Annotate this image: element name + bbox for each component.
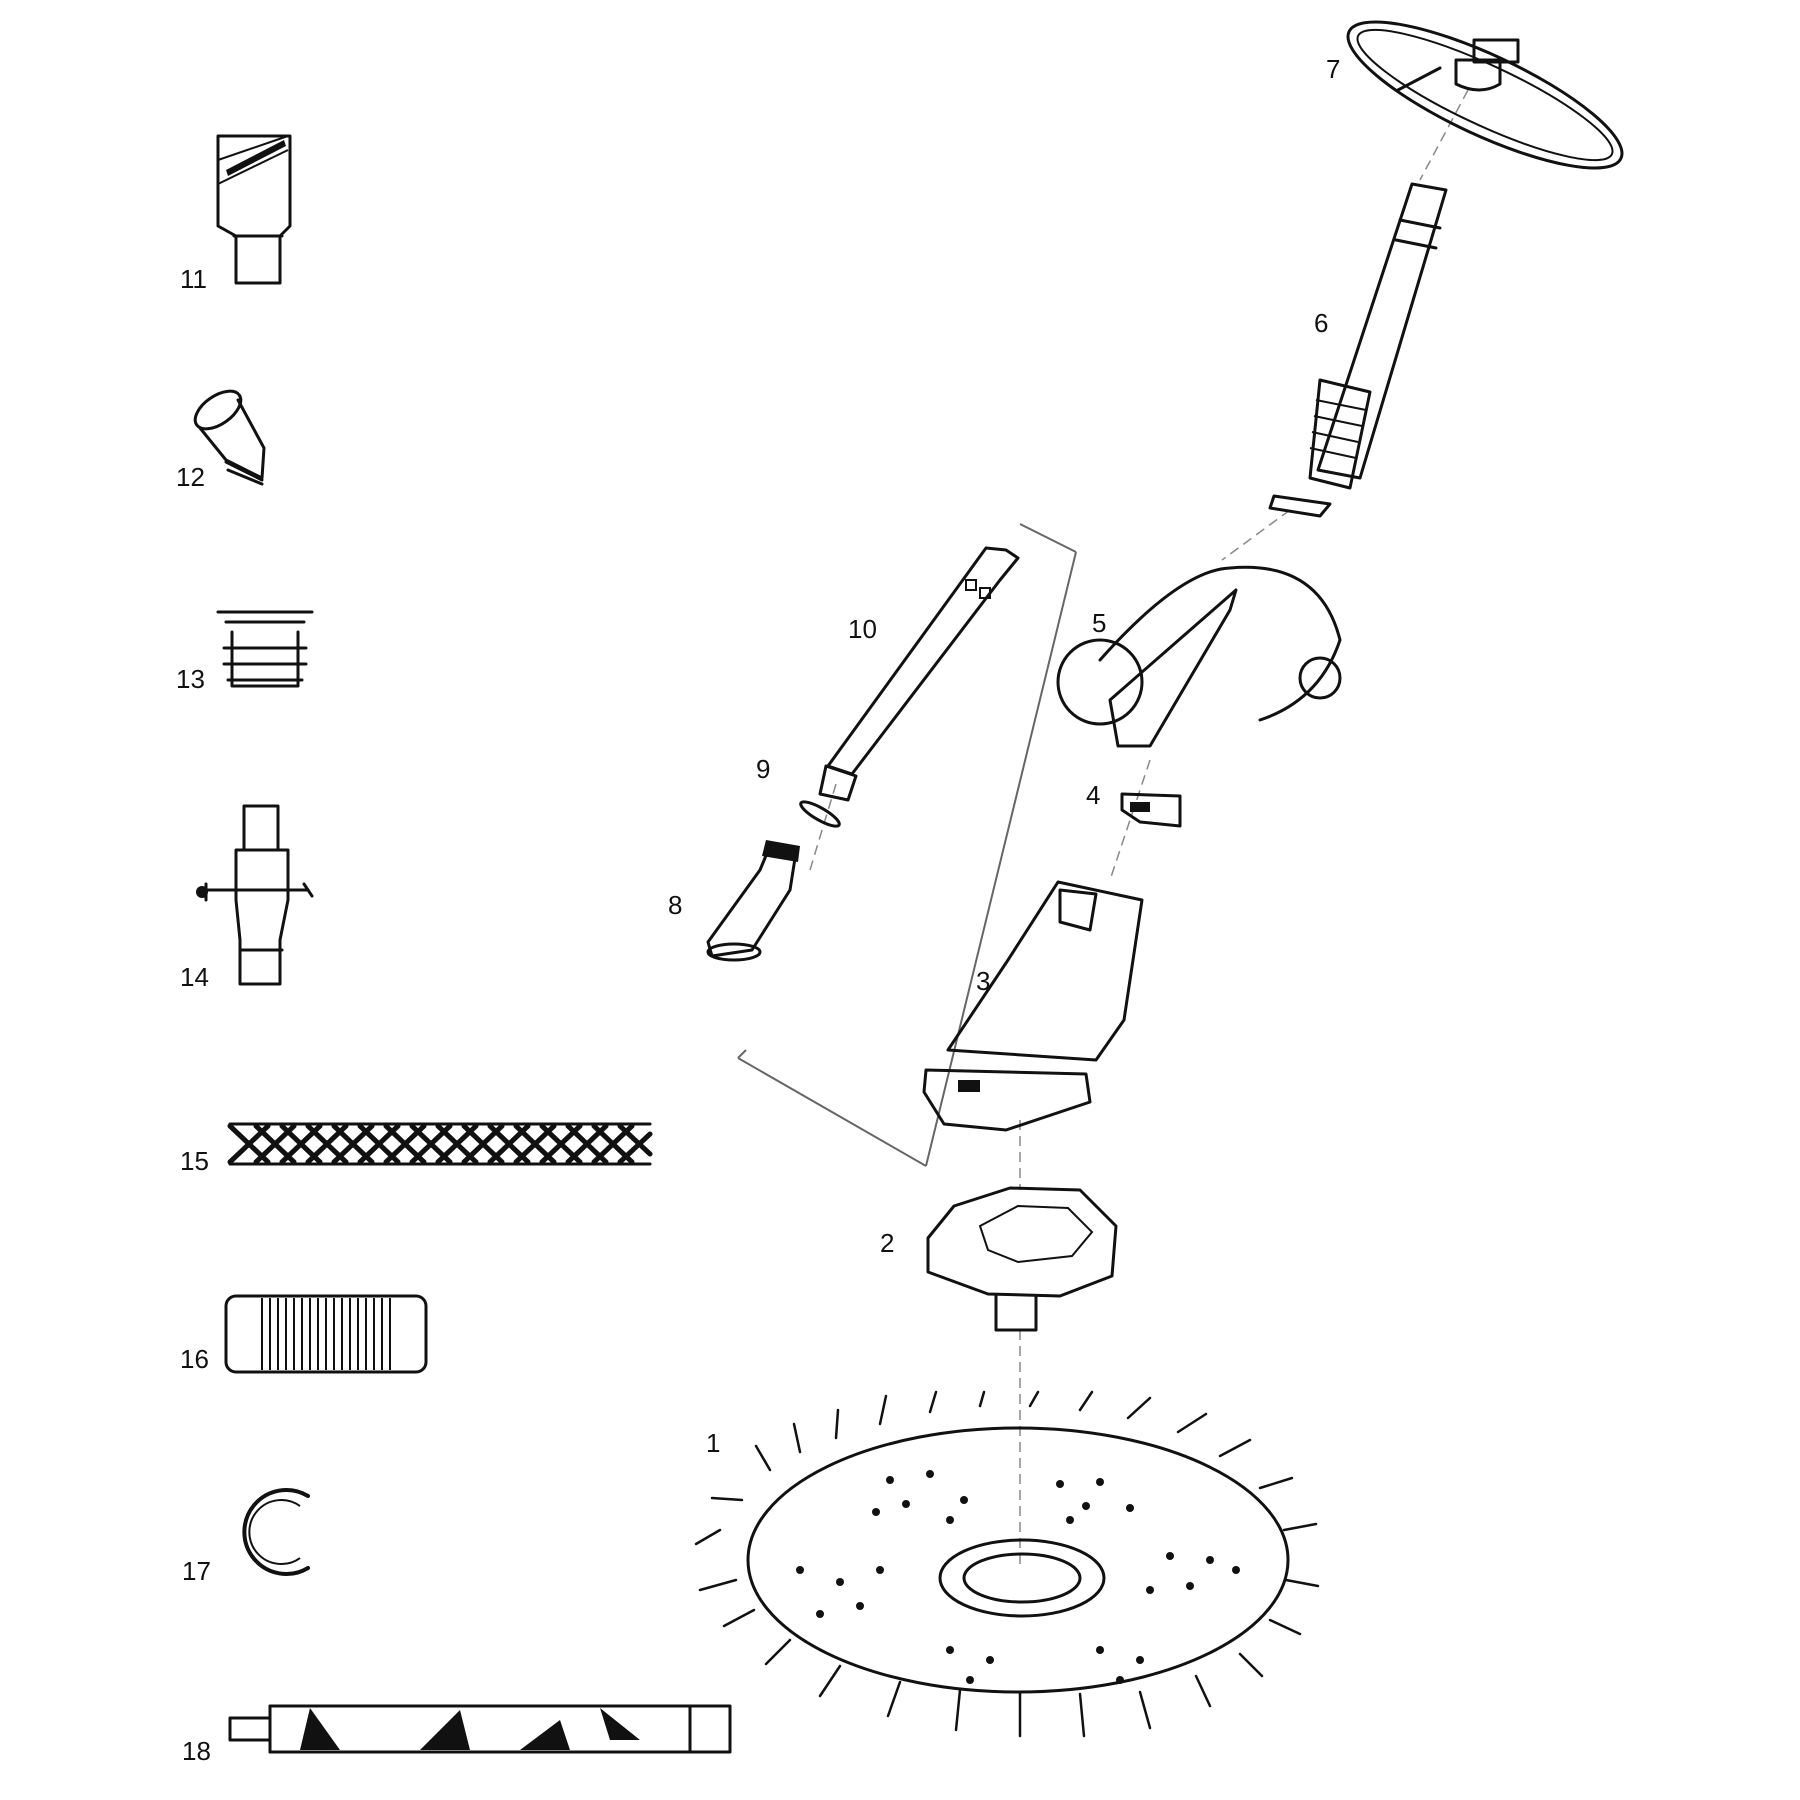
- part-label-9: 9: [756, 754, 771, 784]
- part-5-drawing: [1056, 565, 1342, 748]
- part-label-2: 2: [880, 1228, 895, 1258]
- part-1-drawing: [694, 1390, 1320, 1738]
- part-8-drawing: [706, 840, 800, 962]
- part-label-6: 6: [1314, 308, 1329, 338]
- part-label-18: 18: [182, 1736, 211, 1766]
- part-label-16: 16: [180, 1344, 209, 1374]
- part-label-8: 8: [668, 890, 683, 920]
- part-12-drawing: [193, 389, 266, 486]
- part-label-4: 4: [1086, 780, 1101, 810]
- part-label-5: 5: [1092, 608, 1107, 638]
- part-label-12: 12: [176, 462, 205, 492]
- part-label-14: 14: [180, 962, 209, 992]
- part-label-10: 10: [848, 614, 877, 644]
- part-6-drawing: [1268, 182, 1448, 518]
- part-4-drawing: [1120, 792, 1182, 828]
- part-label-17: 17: [182, 1556, 211, 1586]
- part-7-drawing: [1346, 20, 1624, 170]
- part-13-drawing: [216, 610, 314, 688]
- part-16-drawing: [224, 1294, 428, 1374]
- part-18-drawing: [228, 1704, 732, 1754]
- part-label-13: 13: [176, 664, 205, 694]
- part-15-drawing: [227, 1122, 653, 1166]
- part-label-7: 7: [1326, 54, 1341, 84]
- part-10-drawing: [818, 546, 1020, 802]
- part-9-drawing: [799, 800, 841, 828]
- part-label-15: 15: [180, 1146, 209, 1176]
- part-3-drawing: [922, 880, 1144, 1132]
- part-2-drawing: [926, 1186, 1118, 1332]
- part-17-drawing: [242, 1488, 310, 1576]
- part-label-11: 11: [180, 264, 207, 294]
- part-14-drawing: [196, 804, 314, 986]
- part-label-1: 1: [706, 1428, 721, 1458]
- part-11-drawing: [216, 134, 292, 285]
- dimension-bracket: [737, 523, 1077, 1167]
- part-label-3: 3: [976, 966, 991, 996]
